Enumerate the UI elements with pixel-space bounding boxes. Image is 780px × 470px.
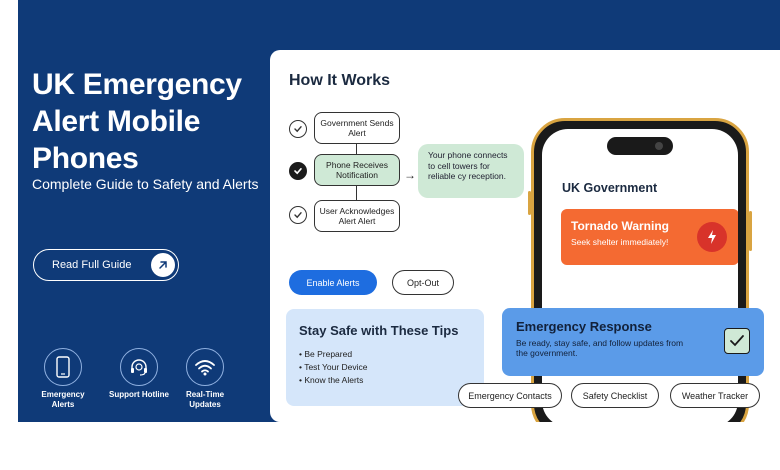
alert-notification[interactable]: Tornado Warning Seek shelter immediately…: [561, 209, 738, 265]
emergency-response-panel: Emergency Response Be ready, stay safe, …: [502, 308, 764, 376]
tips-panel: Stay Safe with These Tips Be Prepared Te…: [286, 309, 484, 406]
check-circle-icon: [289, 206, 307, 224]
how-it-works-title: How It Works: [289, 72, 391, 89]
phone-notch: [607, 137, 673, 155]
checkbox-checked-icon: [724, 328, 750, 354]
emergency-contacts-button[interactable]: Emergency Contacts: [458, 383, 562, 408]
lightning-icon: [697, 222, 727, 252]
tips-title: Stay Safe with These Tips: [299, 323, 459, 338]
step-user-acknowledges-alert: User Acknowledges Alert Alert: [314, 200, 400, 232]
response-message: Be ready, stay safe, and follow updates …: [516, 338, 684, 358]
alert-sender: UK Government: [562, 181, 658, 195]
info-bubble: Your phone connects to cell towers for r…: [418, 144, 524, 198]
phone-side-button: [749, 211, 752, 251]
phone-side-button: [528, 191, 531, 215]
arrow-right-icon: →: [404, 168, 416, 182]
feature-support-hotline[interactable]: Support Hotline: [109, 348, 169, 400]
list-item: Know the Alerts: [299, 374, 471, 387]
wifi-icon: [186, 348, 224, 386]
list-item: Be Prepared: [299, 348, 471, 361]
feature-label: Support Hotline: [109, 390, 169, 399]
weather-tracker-button[interactable]: Weather Tracker: [670, 383, 760, 408]
phone-mockup: UK Government Tornado Warning Seek shelt…: [528, 118, 752, 422]
read-full-guide-button[interactable]: Read Full Guide: [33, 249, 179, 281]
headset-icon: [120, 348, 158, 386]
safety-checklist-button[interactable]: Safety Checklist: [571, 383, 659, 408]
phone-icon: [44, 348, 82, 386]
list-item: Test Your Device: [299, 361, 471, 374]
tips-list: Be Prepared Test Your Device Know the Al…: [299, 348, 471, 387]
page-subtitle: Complete Guide to Safety and Alerts: [32, 176, 259, 192]
step-government-sends-alert: Government Sends Alert: [314, 112, 400, 144]
page-background: UK Emergency Alert Mobile Phones Complet…: [18, 0, 780, 422]
enable-alerts-button[interactable]: Enable Alerts: [289, 270, 377, 295]
response-title: Emergency Response: [516, 319, 652, 334]
feature-real-time-updates[interactable]: Real-Time Updates: [175, 348, 235, 410]
how-it-works-card: How It Works Government Sends Alert Phon…: [270, 50, 780, 422]
phone-screen: UK Government Tornado Warning Seek shelt…: [542, 129, 738, 422]
feature-emergency-alerts[interactable]: Emergency Alerts: [33, 348, 93, 410]
feature-label: Real-Time Updates: [185, 390, 225, 409]
opt-out-button[interactable]: Opt-Out: [392, 270, 454, 295]
read-full-guide-label: Read Full Guide: [52, 259, 132, 271]
alert-message: Seek shelter immediately!: [571, 237, 669, 247]
arrow-up-right-icon: [151, 253, 175, 277]
feature-label: Emergency Alerts: [41, 390, 85, 409]
check-circle-filled-icon: [289, 162, 307, 180]
step-connector: [356, 186, 357, 202]
alert-title: Tornado Warning: [571, 219, 669, 233]
check-circle-icon: [289, 120, 307, 138]
page-title: UK Emergency Alert Mobile Phones: [32, 68, 242, 175]
step-phone-receives-notification: Phone Receives Notification: [314, 154, 400, 186]
step-connector: [356, 144, 357, 154]
